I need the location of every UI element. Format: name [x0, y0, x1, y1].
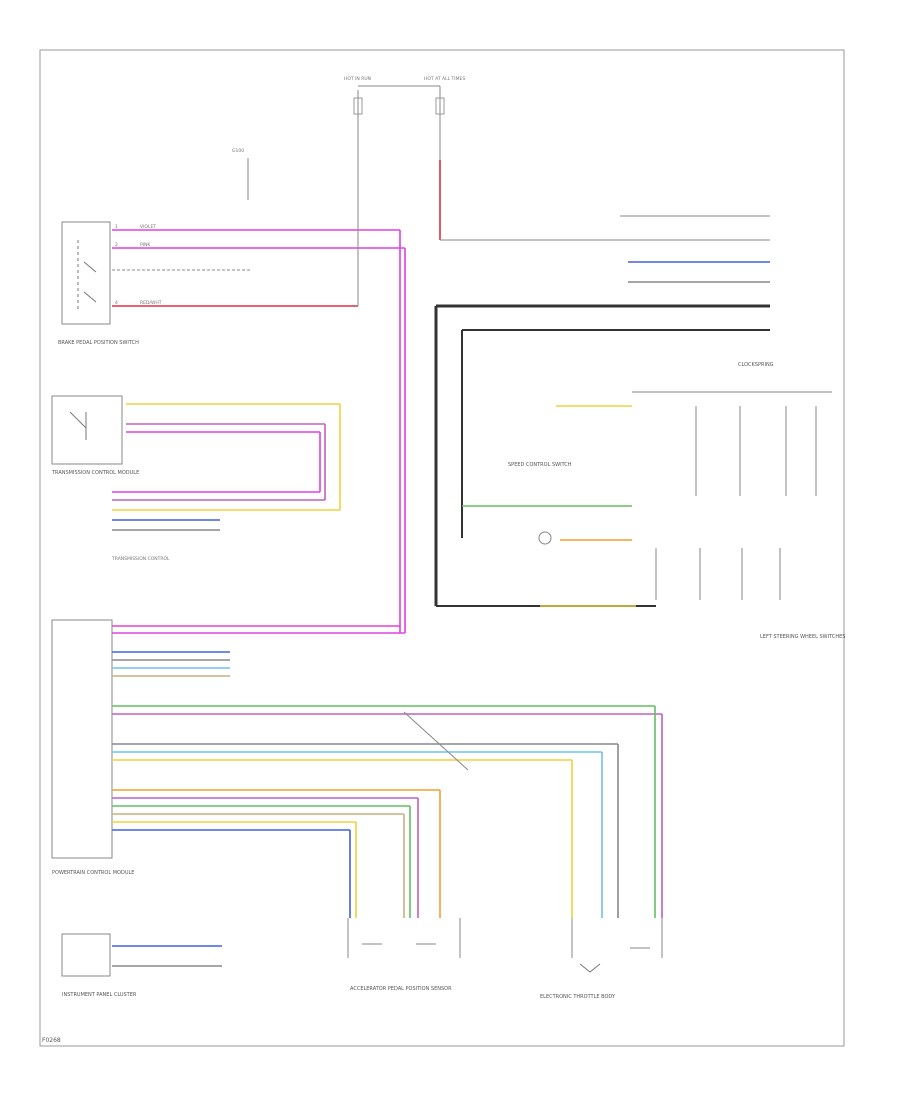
fuse-label-right: HOT AT ALL TIMES [424, 76, 465, 82]
speed-control-switch: SPEED CONTROL SWITCH [462, 391, 832, 541]
svg-text:VIOLET: VIOLET [140, 224, 156, 230]
throttle-body-label: ELECTRONIC THROTTLE BODY [540, 994, 616, 1000]
throttle-body: ELECTRONIC THROTTLE BODY [540, 918, 663, 1000]
svg-text:4: 4 [115, 300, 118, 306]
svg-text:2: 2 [115, 242, 118, 248]
fuse-label-left: HOT IN RUN [344, 76, 371, 82]
svg-text:G100: G100 [232, 148, 244, 154]
transmission-module: TRANSMISSION CONTROL MODULE [51, 395, 139, 476]
clockspring-label: CLOCKSPRING [738, 362, 774, 368]
steering-switch: LEFT STEERING WHEEL SWITCHES [538, 531, 845, 640]
transmission-module-label: TRANSMISSION CONTROL MODULE [51, 470, 139, 476]
svg-text:PINK: PINK [140, 242, 151, 248]
brake-switch-label: BRAKE PEDAL POSITION SWITCH [58, 340, 139, 346]
svg-text:1: 1 [115, 224, 118, 230]
powertrain-module: POWERTRAIN CONTROL MODULE [51, 619, 134, 876]
accelerator-pedal-label: ACCELERATOR PEDAL POSITION SENSOR [350, 986, 452, 992]
steering-switch-label: LEFT STEERING WHEEL SWITCHES [760, 634, 845, 640]
diagram-code: F0268 [42, 1037, 61, 1044]
svg-text:RED/WHT: RED/WHT [140, 300, 162, 306]
fuse-block: HOT IN RUN HOT AT ALL TIMES [344, 76, 465, 160]
speed-control-switch-label: SPEED CONTROL SWITCH [508, 462, 572, 468]
powertrain-module-label: POWERTRAIN CONTROL MODULE [52, 870, 134, 876]
svg-text:TRANSMISSION CONTROL: TRANSMISSION CONTROL [111, 556, 170, 562]
diagram-frame [39, 49, 845, 1047]
accelerator-pedal: ACCELERATOR PEDAL POSITION SENSOR [347, 918, 461, 992]
instrument-cluster: INSTRUMENT PANEL CLUSTER [61, 933, 137, 998]
brake-switch: BRAKE PEDAL POSITION SWITCH [58, 221, 139, 346]
instrument-cluster-label: INSTRUMENT PANEL CLUSTER [62, 992, 137, 998]
